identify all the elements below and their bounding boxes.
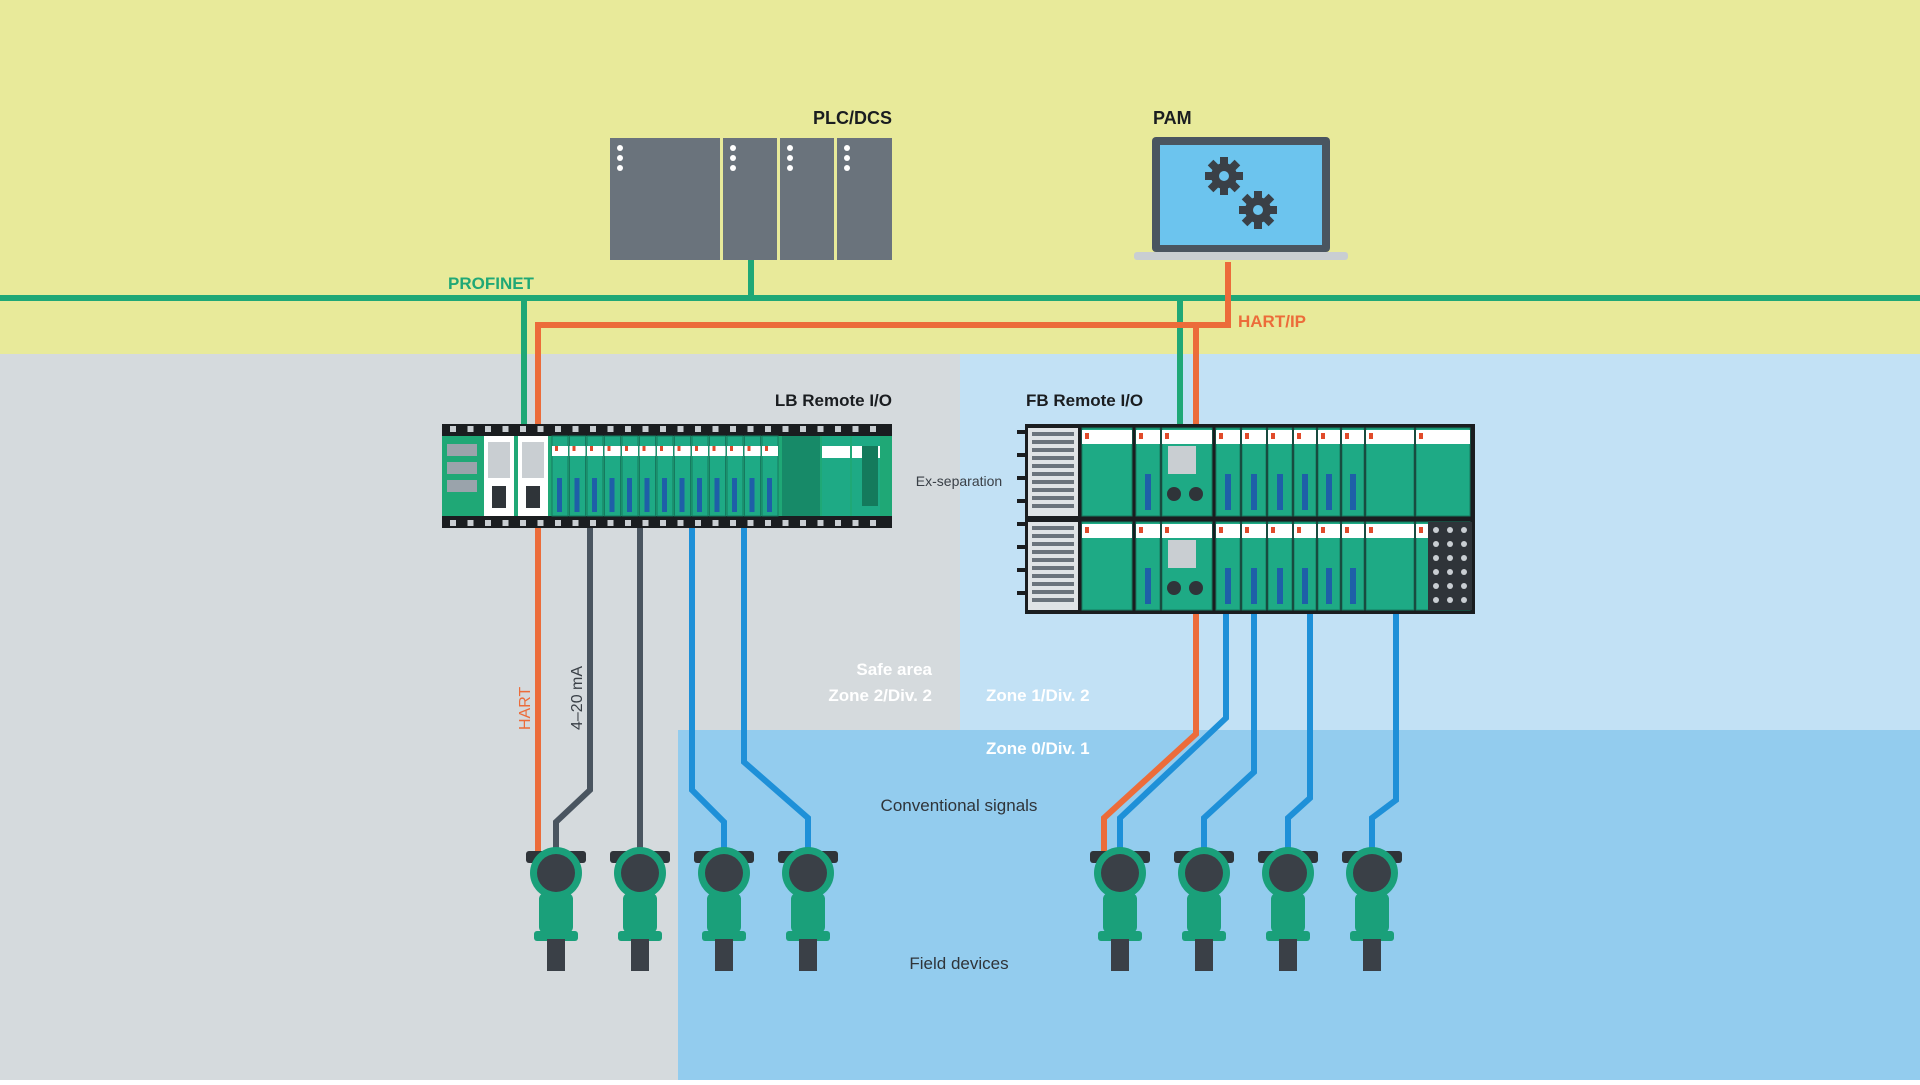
hart-ip-line bbox=[535, 262, 1231, 424]
field-devices-label: Field devices bbox=[909, 954, 1008, 973]
ma-cable-1 bbox=[553, 528, 593, 855]
plc-dcs-label: PLC/DCS bbox=[813, 108, 892, 128]
ma-label: 4–20 mA bbox=[569, 666, 586, 730]
plc-dcs-rack bbox=[610, 138, 892, 260]
hart-cable-2 bbox=[1101, 614, 1199, 855]
fb-remote-io bbox=[1017, 424, 1475, 614]
conventional-signals-label: Conventional signals bbox=[881, 796, 1038, 815]
laptop-icon bbox=[1134, 137, 1348, 260]
lb-remote-io bbox=[442, 424, 892, 528]
hart-label: HART bbox=[517, 687, 534, 730]
zone1-label: Zone 1/Div. 2 bbox=[986, 686, 1090, 705]
hart-ip-label: HART/IP bbox=[1238, 312, 1306, 331]
conventional-cable-2 bbox=[741, 528, 811, 855]
lb-remote-io-label: LB Remote I/O bbox=[775, 391, 892, 410]
profinet-label: PROFINET bbox=[448, 274, 535, 293]
conventional-cable-4 bbox=[1201, 614, 1257, 855]
safe-area-label: Safe area bbox=[856, 660, 932, 679]
pam-label: PAM bbox=[1153, 108, 1192, 128]
fb-remote-io-label: FB Remote I/O bbox=[1026, 391, 1143, 410]
conventional-cable-6 bbox=[1369, 614, 1399, 855]
zone0-label: Zone 0/Div. 1 bbox=[986, 739, 1090, 758]
conventional-cable-3 bbox=[1117, 614, 1229, 855]
ex-separation-label: Ex-separation bbox=[916, 473, 1002, 489]
conventional-cable-5 bbox=[1285, 614, 1313, 855]
zone2-label: Zone 2/Div. 2 bbox=[828, 686, 932, 705]
conventional-cable-1 bbox=[689, 528, 727, 855]
